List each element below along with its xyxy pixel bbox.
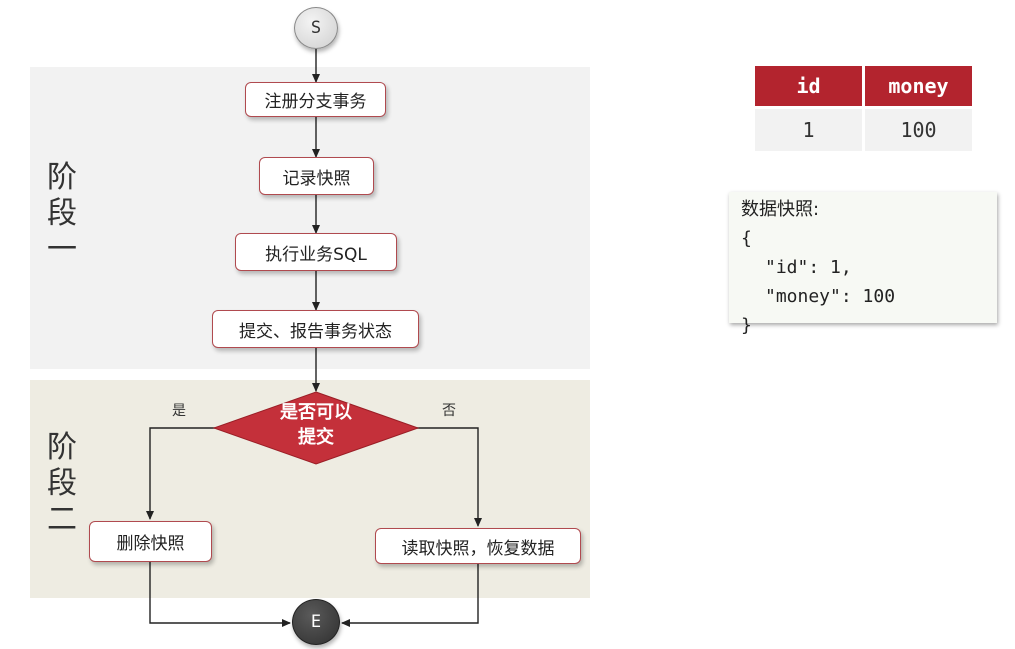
- connector-no-branch: [417, 427, 482, 527]
- step-delete-snapshot: 删除快照: [89, 521, 212, 562]
- step-record-snapshot: 记录快照: [259, 157, 374, 195]
- snapshot-code-line: {: [741, 228, 752, 249]
- table-header-row: id money: [755, 66, 972, 106]
- step-commit-report-label: 提交、报告事务状态: [239, 321, 392, 342]
- step-record-snapshot-label: 记录快照: [282, 168, 351, 189]
- phase-one-label-char: 一: [47, 232, 77, 267]
- no-branch-label: 否: [442, 403, 456, 419]
- step-delete-snapshot-label: 删除快照: [116, 534, 185, 554]
- snapshot-code-line: "id": 1,: [765, 257, 852, 278]
- end-node-label: E: [310, 612, 322, 632]
- snapshot-code-line: "money": 100: [765, 286, 896, 307]
- connector-yes-branch: [146, 427, 215, 520]
- step-register-branch: 注册分支事务: [245, 82, 386, 117]
- snapshot-card: 数据快照: { "id": 1, "money": 100 }: [729, 192, 997, 336]
- phase-two-label: 阶 段 二: [44, 430, 80, 538]
- snapshot-code-line: }: [741, 315, 752, 336]
- connector-restore-to-end: [341, 564, 479, 627]
- yes-branch-label: 是: [172, 403, 186, 419]
- phase-two-label-char: 段: [47, 466, 77, 501]
- table-cell-money: 100: [865, 106, 972, 151]
- step-restore-data-label: 读取快照，恢复数据: [401, 538, 555, 559]
- table-header-money: money: [865, 66, 972, 106]
- connector-delete-to-end: [149, 562, 291, 627]
- decision-diamond: [212, 391, 420, 465]
- phase-one-label-char: 阶: [47, 160, 77, 195]
- table-cell-id: 1: [755, 106, 862, 151]
- start-node-label: S: [310, 18, 322, 38]
- phase-one-label: 阶 段 一: [44, 160, 80, 268]
- phase-two-label-char: 阶: [47, 430, 77, 465]
- step-execute-sql-label: 执行业务SQL: [265, 244, 367, 265]
- phase-two-label-char: 二: [47, 502, 77, 537]
- end-node: E: [292, 599, 340, 645]
- phase-one-label-char: 段: [47, 196, 77, 231]
- decision-text-line: 是否可以: [280, 402, 352, 423]
- step-execute-sql: 执行业务SQL: [235, 233, 397, 271]
- table-row: 1 100: [755, 106, 972, 151]
- decision-text-line: 提交: [298, 427, 334, 448]
- decision-text: 是否可以 提交: [246, 400, 386, 450]
- step-register-branch-label: 注册分支事务: [264, 92, 367, 112]
- step-restore-data: 读取快照，恢复数据: [375, 528, 581, 564]
- step-commit-report: 提交、报告事务状态: [212, 310, 419, 348]
- table-header-id: id: [755, 66, 862, 106]
- data-table: id money 1 100: [752, 66, 975, 151]
- start-node: S: [294, 7, 338, 49]
- snapshot-title: 数据快照:: [741, 199, 820, 220]
